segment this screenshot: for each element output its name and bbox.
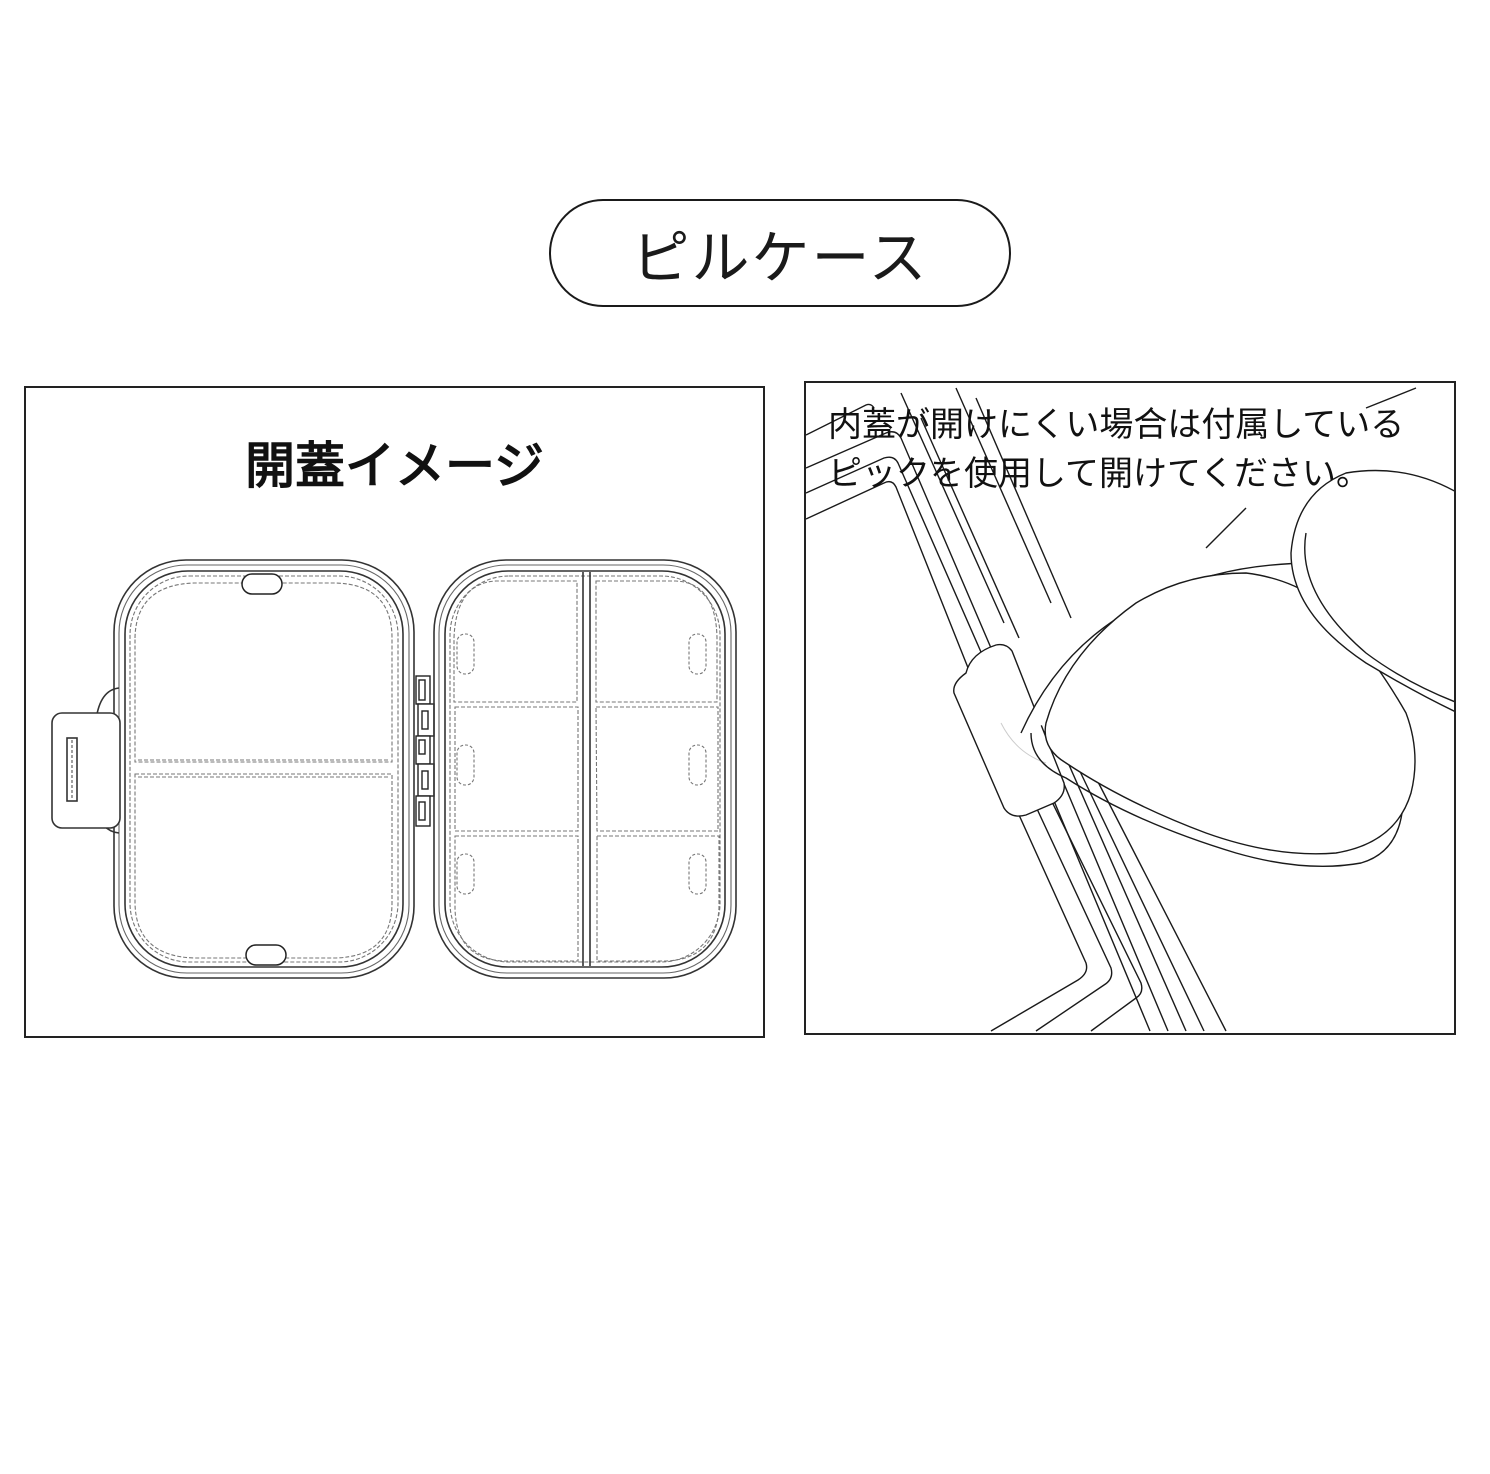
open-lid-panel: 開蓋イメージ [24, 386, 765, 1038]
page-title: ピルケース [631, 224, 929, 292]
pill-case-open-illustration [51, 559, 737, 979]
title-badge: ピルケース [549, 199, 1011, 307]
case-left-half [113, 559, 415, 979]
instruction-note: 内蓋が開けにくい場合は付属している ピックを使用して開けてください。 [828, 401, 1404, 499]
latch-tab [51, 687, 121, 834]
case-right-half [433, 559, 737, 979]
instruction-line-2: ピックを使用して開けてください。 [828, 454, 1370, 494]
pick-opening-illustration [806, 387, 1454, 1032]
hinge [415, 675, 435, 827]
finger [1290, 469, 1454, 712]
instruction-line-1: 内蓋が開けにくい場合は付属している [828, 405, 1405, 445]
pick-instruction-panel: 内蓋が開けにくい場合は付属している ピックを使用して開けてください。 [804, 381, 1456, 1035]
panel-heading: 開蓋イメージ [245, 437, 544, 495]
inner-lid [1020, 562, 1416, 868]
